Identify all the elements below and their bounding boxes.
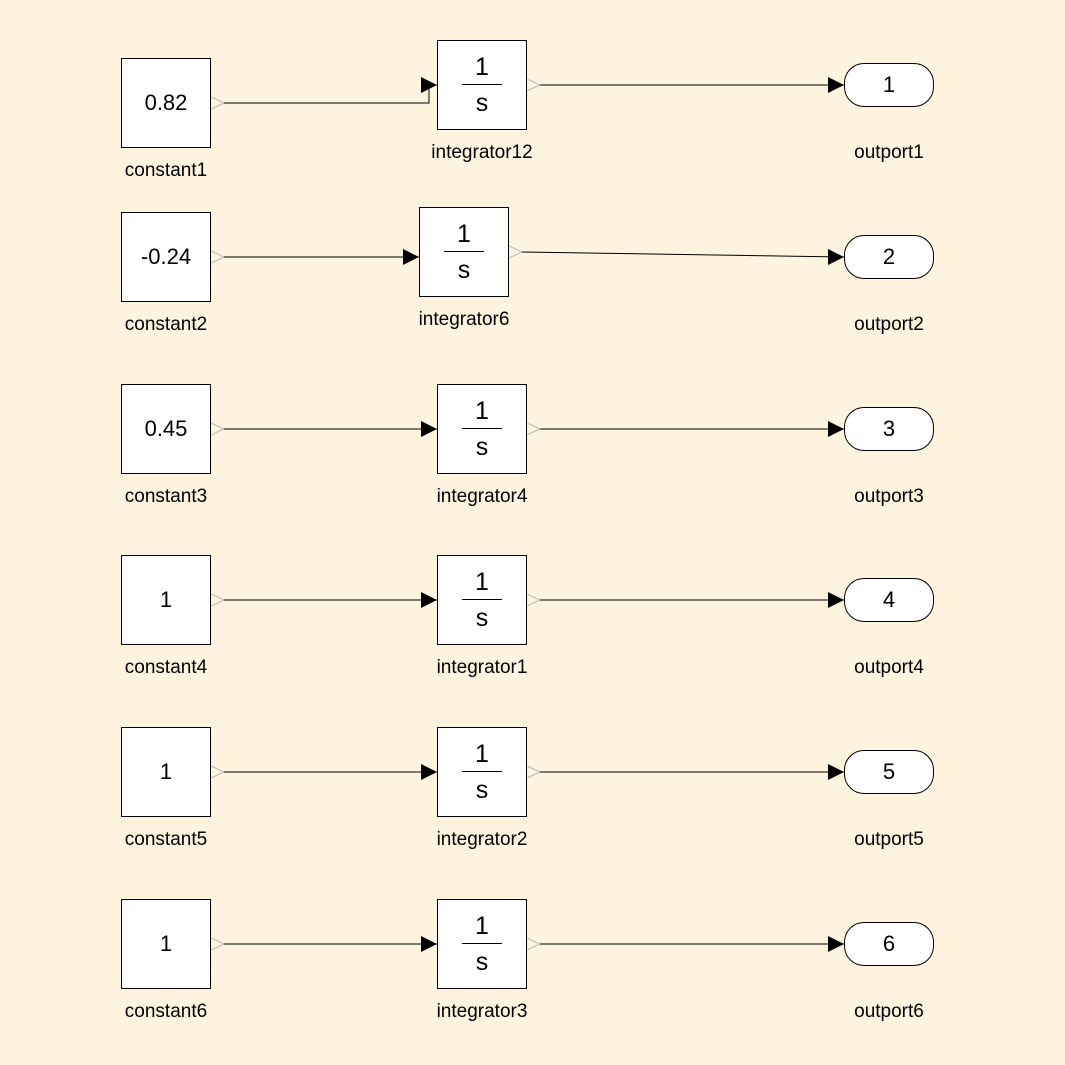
outport-label: outport6 xyxy=(854,1001,924,1022)
output-port-chevron xyxy=(210,250,226,264)
arrowhead xyxy=(828,592,844,608)
output-port-chevron xyxy=(508,245,524,259)
constant-value: 1 xyxy=(159,587,173,612)
arrowhead xyxy=(828,936,844,952)
integrator-denominator: s xyxy=(475,604,489,632)
constant-value: 0.45 xyxy=(144,416,188,441)
constant-label: constant5 xyxy=(124,829,208,850)
outport-label: outport4 xyxy=(854,657,924,678)
constant-label: constant1 xyxy=(124,160,208,181)
output-port-chevron xyxy=(526,937,542,951)
arrowhead xyxy=(421,421,437,437)
constant-block[interactable]: 1 xyxy=(121,727,211,817)
outport-number: 4 xyxy=(882,587,896,612)
constant-value: 1 xyxy=(159,931,173,956)
signal-line xyxy=(521,251,845,258)
output-port-chevron xyxy=(210,593,226,607)
constant-value: 0.82 xyxy=(144,90,188,115)
outport-block[interactable]: 1 xyxy=(844,63,934,107)
integrator-denominator: s xyxy=(475,776,489,804)
outport-block[interactable]: 2 xyxy=(844,235,934,279)
integrator-numerator: 1 xyxy=(475,740,489,768)
constant-label: constant4 xyxy=(124,657,208,678)
constant-label: constant2 xyxy=(124,314,208,335)
integrator-label: integrator12 xyxy=(431,142,533,163)
output-port-chevron xyxy=(210,96,226,110)
output-port-chevron xyxy=(526,78,542,92)
arrowhead xyxy=(421,592,437,608)
outport-label: outport3 xyxy=(854,486,924,507)
outport-number: 3 xyxy=(882,416,896,441)
integrator-numerator: 1 xyxy=(457,220,471,248)
integrator-label: integrator6 xyxy=(418,309,510,330)
outport-block[interactable]: 3 xyxy=(844,407,934,451)
output-port-chevron xyxy=(210,765,226,779)
constant-block[interactable]: 0.45 xyxy=(121,384,211,474)
outport-number: 6 xyxy=(882,931,896,956)
constant-label: constant3 xyxy=(124,486,208,507)
arrowhead xyxy=(421,936,437,952)
outport-number: 5 xyxy=(882,759,896,784)
integrator-numerator: 1 xyxy=(475,53,489,81)
constant-block[interactable]: 1 xyxy=(121,555,211,645)
outport-label: outport2 xyxy=(854,314,924,335)
constant-block[interactable]: -0.24 xyxy=(121,212,211,302)
outport-number: 2 xyxy=(882,244,896,269)
arrowhead xyxy=(403,249,419,265)
integrator-denominator: s xyxy=(475,89,489,117)
integrator-denominator: s xyxy=(457,256,471,284)
arrowhead xyxy=(828,764,844,780)
outport-label: outport1 xyxy=(854,142,924,163)
arrowhead xyxy=(421,77,437,93)
arrowhead xyxy=(828,77,844,93)
constant-block[interactable]: 1 xyxy=(121,899,211,989)
signal-line xyxy=(224,84,437,104)
output-port-chevron xyxy=(210,937,226,951)
outport-block[interactable]: 4 xyxy=(844,578,934,622)
outport-block[interactable]: 5 xyxy=(844,750,934,794)
integrator-numerator: 1 xyxy=(475,397,489,425)
output-port-chevron xyxy=(526,765,542,779)
constant-value: -0.24 xyxy=(140,244,192,269)
integrator-label: integrator3 xyxy=(436,1001,528,1022)
outport-label: outport5 xyxy=(854,829,924,850)
integrator-denominator: s xyxy=(475,948,489,976)
output-port-chevron xyxy=(210,422,226,436)
arrowhead xyxy=(828,249,844,265)
integrator-denominator: s xyxy=(475,433,489,461)
outport-block[interactable]: 6 xyxy=(844,922,934,966)
constant-block[interactable]: 0.82 xyxy=(121,58,211,148)
integrator-label: integrator2 xyxy=(436,829,528,850)
integrator-numerator: 1 xyxy=(475,912,489,940)
outport-number: 1 xyxy=(882,72,896,97)
constant-value: 1 xyxy=(159,759,173,784)
arrowhead xyxy=(421,764,437,780)
arrowhead xyxy=(828,421,844,437)
integrator-numerator: 1 xyxy=(475,568,489,596)
integrator-label: integrator4 xyxy=(436,486,528,507)
integrator-label: integrator1 xyxy=(436,657,528,678)
constant-label: constant6 xyxy=(124,1001,208,1022)
output-port-chevron xyxy=(526,422,542,436)
output-port-chevron xyxy=(526,593,542,607)
